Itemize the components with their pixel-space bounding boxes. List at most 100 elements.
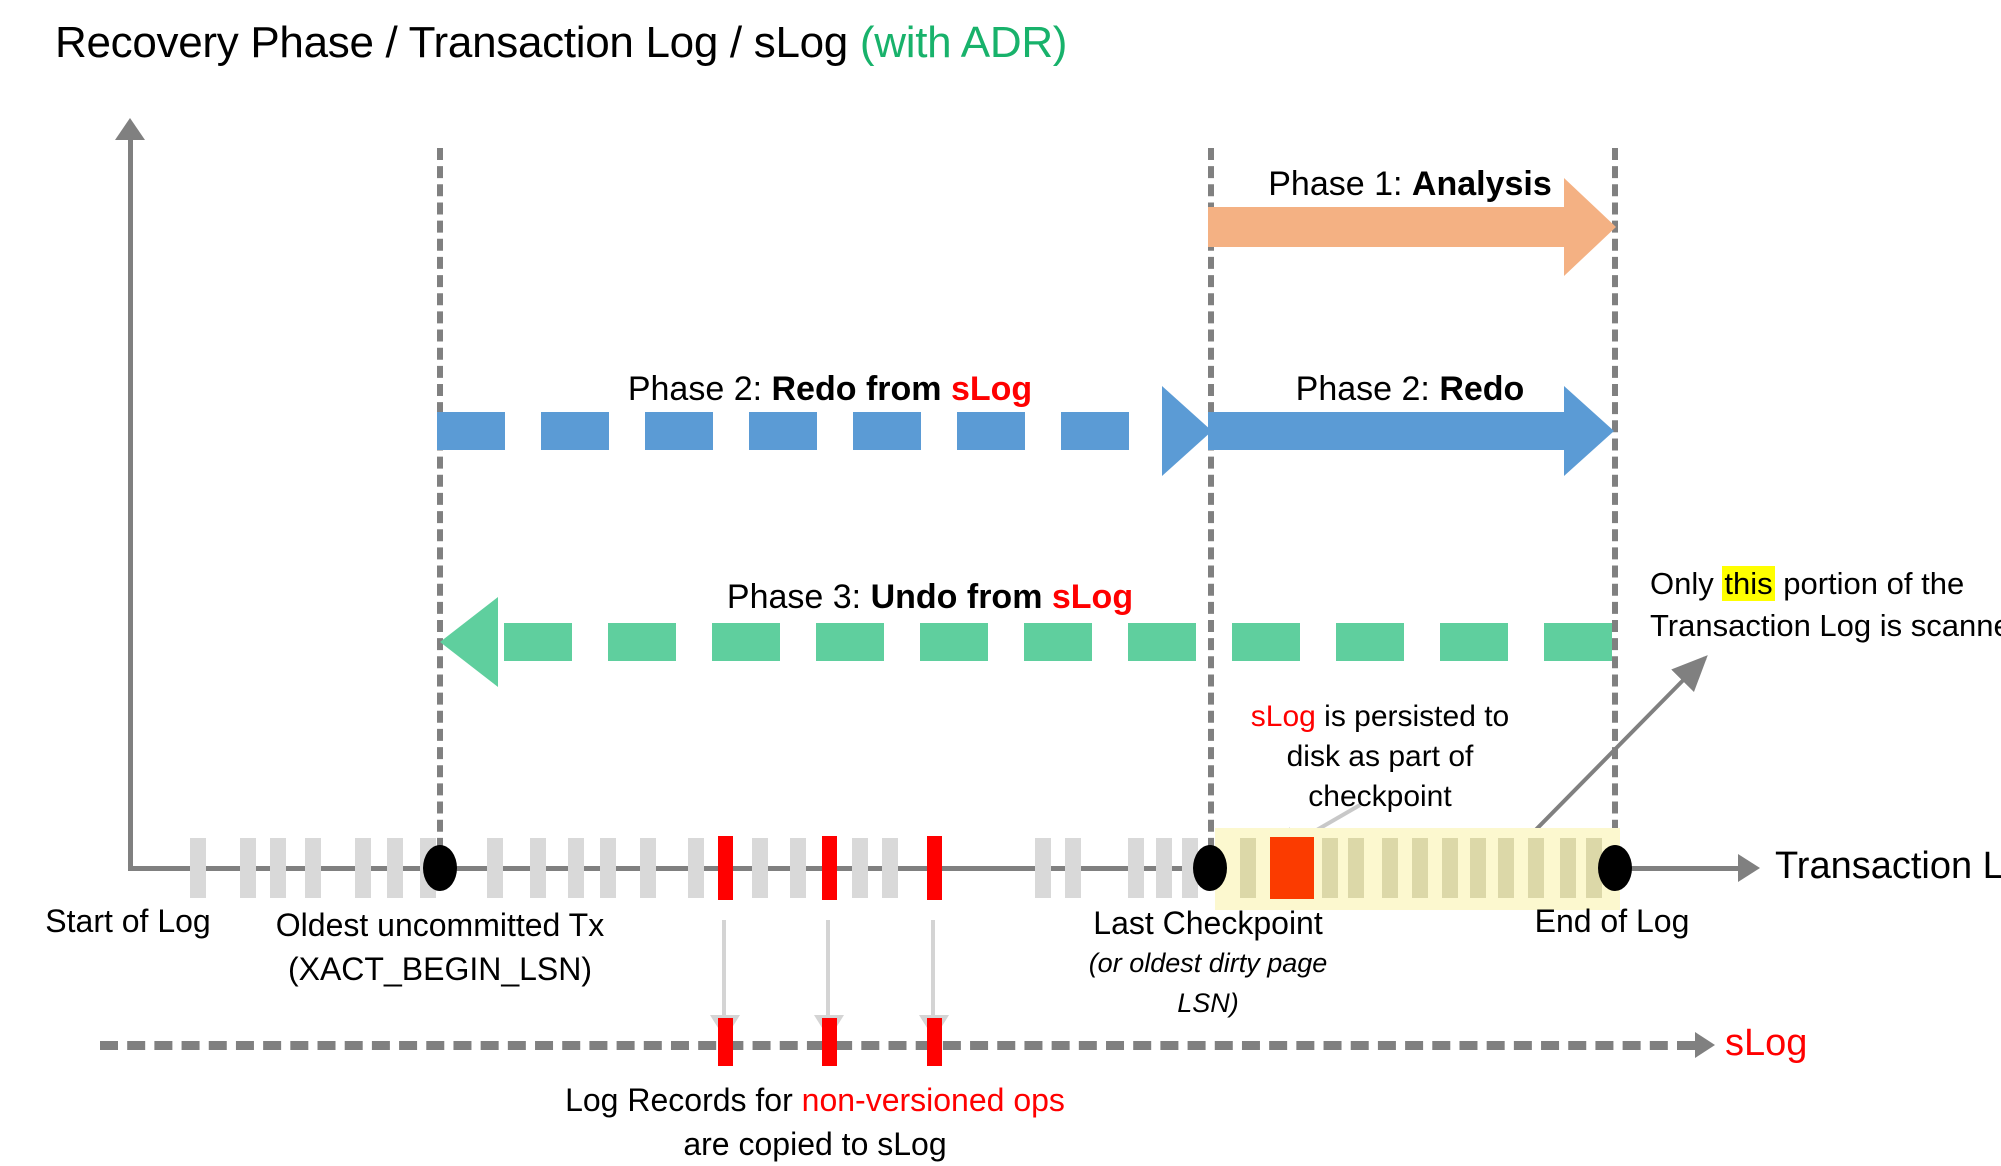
transaction-log-axis-label: Transaction Log (1775, 845, 2001, 887)
marker-label-end-of-log: End of Log (1535, 903, 1690, 940)
guide-last-checkpoint (1208, 148, 1214, 868)
log-record-scanned (1240, 838, 1256, 898)
bottom-caption: Log Records for non-versioned ops are co… (565, 1078, 1065, 1166)
log-record (305, 838, 321, 898)
phase2-prefix: Phase 2: (1295, 370, 1440, 408)
page-title-main: Recovery Phase / Transaction Log / sLog (55, 18, 860, 67)
slog-record (927, 1018, 942, 1066)
phase2-slog-arrowhead-icon (1162, 386, 1212, 476)
log-record-scanned (1382, 838, 1398, 898)
log-record (852, 838, 868, 898)
bottom-caption-line2: are copied to sLog (683, 1126, 947, 1162)
phase2-slog-label: Phase 2: Redo from sLog (628, 370, 1032, 409)
phase2-redo-arrow-shaft (1208, 412, 1564, 450)
phase2-slog-prefix: Phase 2: (627, 370, 772, 408)
marker-label-oldest-uncommitted-tx-sub: (XACT_BEGIN_LSN) (287, 951, 593, 987)
marker-label-start-of-log: Start of Log (45, 903, 210, 940)
log-record-non-versioned (927, 836, 942, 900)
log-record (190, 838, 206, 898)
log-record (1156, 838, 1172, 898)
scanned-note-pointer-icon (1506, 655, 1708, 860)
page-title-adr: (with ADR) (859, 18, 1068, 67)
marker-label-oldest-uncommitted-tx-text: Oldest uncommitted Tx (275, 907, 605, 943)
log-record-scanned (1322, 838, 1338, 898)
slog-axis-arrowhead-icon (1695, 1032, 1715, 1058)
phase3-prefix: Phase 3: (726, 578, 871, 616)
checkpoint-note-line3: checkpoint (1308, 780, 1452, 813)
marker-label-end-of-log-text: End of Log (1534, 903, 1690, 939)
phase1-analysis-arrow-shaft (1208, 207, 1564, 247)
marker-label-last-checkpoint: Last Checkpoint (or oldest dirty page LS… (1089, 903, 1328, 1023)
scanned-note-pre: Only (1650, 566, 1723, 601)
phase2-slog-name2: sLog (950, 370, 1033, 408)
log-record-scanned (1412, 838, 1428, 898)
marker-label-last-checkpoint-sub2: LSN) (1177, 988, 1239, 1018)
checkpoint-note-rest: is persisted to (1315, 700, 1510, 733)
log-record (790, 838, 806, 898)
guide-end-of-log (1612, 148, 1618, 868)
scanned-note-post: portion of the (1774, 566, 1965, 601)
log-record-non-versioned (822, 836, 837, 900)
log-record (1065, 838, 1081, 898)
phase3-name: Undo from (870, 578, 1052, 616)
marker-dot-oldest-uncommitted-tx (423, 845, 457, 891)
copy-connector-line (826, 920, 830, 1020)
bottom-caption-pre: Log Records for (565, 1082, 802, 1118)
vertical-axis-arrowhead-icon (115, 118, 145, 140)
marker-dot-last-checkpoint (1193, 845, 1227, 891)
checkpoint-note-slog: sLog (1250, 700, 1316, 733)
log-record (530, 838, 546, 898)
log-record-scanned (1442, 838, 1458, 898)
log-record (688, 838, 704, 898)
log-record-scanned (1528, 838, 1544, 898)
log-record (640, 838, 656, 898)
slog-record (822, 1018, 837, 1066)
marker-dot-end-of-log (1598, 845, 1632, 891)
phase2-name: Redo (1439, 370, 1525, 408)
scanned-note: Only this portion of the Transaction Log… (1650, 563, 2001, 647)
log-record-scanned (1348, 838, 1364, 898)
phase1-label: Phase 1: Analysis (1268, 165, 1552, 204)
log-record-scanned (1560, 838, 1576, 898)
log-record-scanned (1498, 838, 1514, 898)
bottom-caption-red: non-versioned ops (801, 1082, 1065, 1118)
log-record (1035, 838, 1051, 898)
phase3-undo-arrow-shaft (497, 623, 1612, 661)
page-title: Recovery Phase / Transaction Log / sLog … (55, 18, 1067, 68)
log-record-scanned (1470, 838, 1486, 898)
log-record-checkpoint-slog (1270, 837, 1314, 899)
copy-connector-line (722, 920, 726, 1020)
log-record (240, 838, 256, 898)
log-record (752, 838, 768, 898)
log-record (600, 838, 616, 898)
checkpoint-note: sLog is persisted to disk as part of che… (1251, 697, 1509, 817)
log-record (882, 838, 898, 898)
phase2-redo-arrowhead-icon (1564, 386, 1614, 476)
log-record (1182, 838, 1198, 898)
phase2-label: Phase 2: Redo (1296, 370, 1525, 409)
transaction-log-axis-arrowhead-icon (1738, 854, 1760, 882)
guide-oldest-uncommitted-tx (437, 148, 443, 868)
phase2-slog-arrow-shaft (437, 412, 1162, 450)
marker-label-last-checkpoint-text: Last Checkpoint (1093, 905, 1323, 941)
marker-label-last-checkpoint-sub: (or oldest dirty page (1088, 948, 1328, 978)
log-record (487, 838, 503, 898)
log-record-non-versioned (718, 836, 733, 900)
phase1-name: Analysis (1411, 165, 1552, 203)
vertical-axis-line (128, 130, 133, 870)
log-record (568, 838, 584, 898)
phase1-analysis-arrowhead-icon (1564, 178, 1616, 276)
slog-record (718, 1018, 733, 1066)
log-record-scanned (1586, 838, 1602, 898)
scanned-note-line2: Transaction Log is scanned. (1650, 608, 2001, 643)
phase3-undo-arrowhead-icon (440, 597, 498, 687)
slog-axis-line (100, 1041, 1695, 1050)
phase2-slog-name: Redo from (771, 370, 951, 408)
log-record (387, 838, 403, 898)
marker-label-start-of-log-text: Start of Log (45, 903, 211, 939)
copy-connector-line (931, 920, 935, 1020)
scanned-note-highlight: this (1722, 566, 1775, 601)
phase3-label: Phase 3: Undo from sLog (727, 578, 1133, 617)
phase1-prefix: Phase 1: (1268, 165, 1412, 203)
marker-label-oldest-uncommitted-tx: Oldest uncommitted Tx (XACT_BEGIN_LSN) (276, 903, 604, 991)
